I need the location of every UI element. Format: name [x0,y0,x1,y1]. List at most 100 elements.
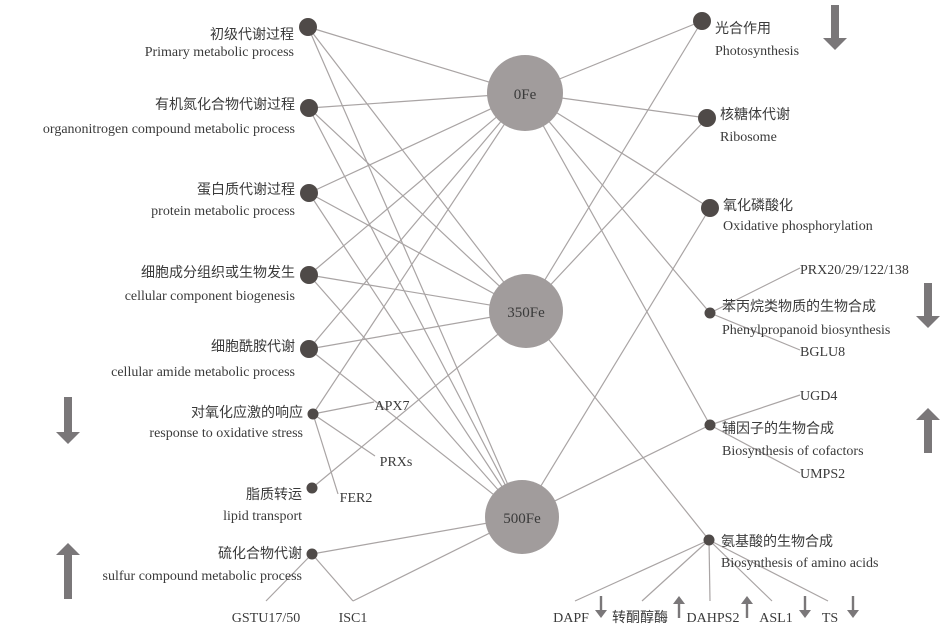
edge-primary-500Fe [307,26,523,518]
edge-protein-350Fe [308,192,527,312]
gene-edge-PRXs [312,413,376,457]
term-phenylpropanoid: 苯丙烷类物质的生物合成 Phenylpropanoid biosynthesis [704,298,890,338]
gene-edge-FER2 [312,413,339,495]
term-label-zh: 硫化合物代谢 [218,546,302,562]
arrow-down-icon [823,5,847,50]
gene-edge-APX7 [312,401,375,415]
edge-amide-0Fe [308,92,526,350]
term-node-dot [306,482,318,494]
term-node-dot [299,18,317,36]
arrow-up-icon [741,596,753,618]
edge-cofactors-0Fe [524,92,711,426]
term-biogenesis: 细胞成分组织或生物发生 cellular component biogenesis [125,265,318,304]
gene-label-UGD4: UGD4 [800,389,837,404]
term-label-zh: 光合作用 [715,21,771,37]
gene-label-PRXs: PRXs [380,455,413,470]
term-node-dot [300,184,318,202]
edge-biogenesis-0Fe [308,92,526,276]
arrow-down-icon [916,283,940,328]
gene-label-KARI: 转酮醇酶 [612,609,668,626]
gene-edge-UMPS2 [709,424,801,474]
edge-biogenesis-500Fe [308,274,523,518]
edge-photosynthesis-350Fe [525,20,703,312]
term-label-en: Oxidative phosphorylation [723,219,873,234]
edge-protein-0Fe [308,92,526,194]
term-node-dot [698,109,716,127]
term-label-en: response to oxidative stress [149,426,303,441]
term-label-zh: 氧化磷酸化 [723,198,793,214]
term-label-zh: 蛋白质代谢过程 [197,182,295,198]
term-label-zh: 细胞酰胺代谢 [211,339,295,355]
term-node-dot [703,534,715,546]
term-label-zh: 氨基酸的生物合成 [721,533,833,550]
edge-phenylpropanoid-0Fe [524,92,711,314]
edge-protein-500Fe [308,192,523,518]
gene-edges-layer [265,267,829,602]
edge-organonitrogen-350Fe [308,107,527,312]
term-node-dot [704,419,716,431]
gene-edge-ASL1 [708,539,773,602]
gene-label-BGLU8: BGLU8 [800,345,845,360]
edge-lipid-350Fe [311,310,527,489]
term-label-en: Phenylpropanoid biosynthesis [722,323,890,338]
term-node-dot [307,408,319,420]
arrow-down-icon [847,596,859,618]
gene-label-GSTU: GSTU17/50 [232,611,300,626]
hub-circle [487,55,563,131]
gene-edge-BGLU8 [709,312,801,351]
gene-edge-ISC1 [311,553,354,602]
term-label-en: Photosynthesis [715,44,799,59]
term-label-en: Biosynthesis of amino acids [721,556,879,571]
term-node-dot [693,12,711,30]
term-organonitrogen: 有机氮化合物代谢过程 organonitrogen compound metabo… [43,97,318,137]
term-label-zh: 初级代谢过程 [210,26,294,43]
term-oxidative_stress: 对氧化应激的响应 response to oxidative stress [149,404,319,441]
term-label-zh: 有机氮化合物代谢过程 [155,97,295,113]
edge-amide-500Fe [308,348,523,518]
term-label-en: lipid transport [223,509,302,524]
gene-label-DAPF: DAPF [553,611,589,626]
hub-node-500Fe: 500Fe [485,480,559,554]
term-label-zh: 对氧化应激的响应 [191,404,303,421]
term-label-zh: 细胞成分组织或生物发生 [141,265,295,281]
gene-edge-DAPF [574,539,710,602]
edge-amino_acids-350Fe [525,310,710,541]
term-lipid: 脂质转运 lipid transport [223,482,318,524]
term-node-dot [701,199,719,217]
term-label-en: organonitrogen compound metabolic proces… [43,122,295,137]
hub-circle [489,274,563,348]
gene-edge-KARI [641,539,710,602]
gene-edge-UGD4 [709,394,801,426]
gene-edge-PRX20 [709,267,801,314]
term-label-zh: 辅因子的生物合成 [722,421,834,437]
hub-label: 350Fe [507,305,545,321]
arrow-up-icon [56,543,80,599]
edge-oxphos-500Fe [521,207,711,518]
gene-label-ASL1: ASL1 [759,611,792,626]
hub-node-350Fe: 350Fe [489,274,563,348]
term-node-dot [300,266,318,284]
gene-label-ISC1: ISC1 [339,611,368,626]
arrow-down-icon [56,397,80,444]
term-label-en: cellular component biogenesis [125,289,295,304]
term-label-en: sulfur compound metabolic process [103,569,302,584]
gene-edge-TS [708,539,829,602]
gene-label-UMPS2: UMPS2 [800,467,845,482]
term-label-zh: 脂质转运 [246,487,302,503]
gene-edge-DAHPS2 [708,539,711,602]
gene-label-DAHPS2: DAHPS2 [687,611,740,626]
term-label-zh: 苯丙烷类物质的生物合成 [722,298,876,315]
arrow-down-icon [799,596,811,618]
hub-circle [485,480,559,554]
gene-label-APX7: APX7 [374,399,409,414]
hub-node-0Fe: 0Fe [487,55,563,131]
term-node-dot [300,340,318,358]
arrow-down-icon [595,596,607,618]
